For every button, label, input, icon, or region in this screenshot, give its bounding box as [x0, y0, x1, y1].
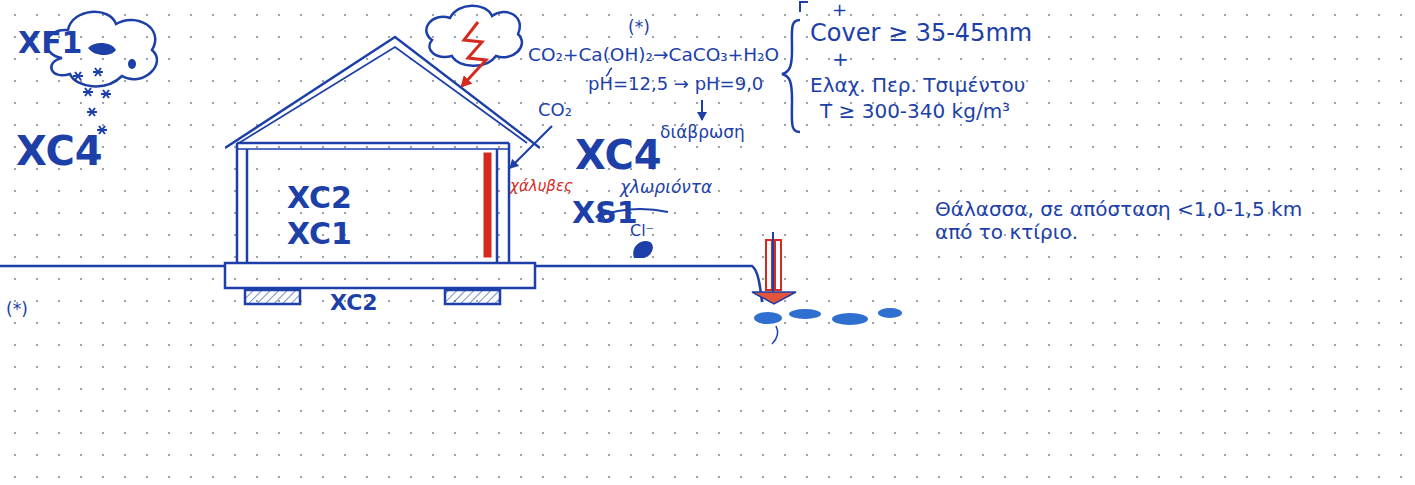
storm-cloud [426, 6, 522, 86]
ground [0, 263, 762, 304]
chloride-label: χλωριόντα [620, 178, 712, 198]
exposure-class: XF1 [18, 26, 83, 61]
note-mark: (*) [6, 300, 28, 320]
plus-sign: + [832, 48, 849, 71]
requirement: T ≥ 300-340 kg/m³ [820, 100, 1010, 123]
house-drawing [225, 35, 540, 267]
requirement: Cover ≥ 35-45mm [810, 20, 1032, 48]
bracket [800, 2, 808, 12]
spray-drop [633, 241, 653, 258]
exposure-class: XC4 [575, 132, 662, 178]
exposure-class: XC1 [287, 217, 352, 250]
exposure-class: XC2 [330, 290, 378, 315]
plus-sign: + [832, 0, 847, 21]
note-mark: (*) [628, 18, 650, 38]
corrosion-arrow [701, 100, 703, 120]
sea-note: Θάλασσα, σε απόσταση <1,0-1,5 km από το … [935, 198, 1315, 244]
co2-arrow [510, 126, 552, 168]
exposure-class: XC2 [287, 181, 352, 214]
steel-label: χάλυβες [510, 178, 573, 195]
house-outline: XC2XC1 [225, 35, 540, 267]
chemical-equation: CO₂+Ca(OH)₂→CaCO₃+H₂O [528, 44, 779, 65]
exposure-class: XS1 [572, 196, 638, 231]
sea-symbol [752, 232, 902, 344]
exposure-class: XC4 [16, 128, 103, 174]
brace [782, 20, 800, 132]
gas-label: CO₂ [538, 100, 572, 121]
ion-label: Cl⁻ [630, 222, 654, 240]
requirement: Ελαχ. Περ. Τσιμέντου [810, 74, 1025, 97]
effect-label: διάβρωση [660, 123, 745, 143]
ph-change: pH=12,5 → pH=9,0 [588, 74, 763, 95]
